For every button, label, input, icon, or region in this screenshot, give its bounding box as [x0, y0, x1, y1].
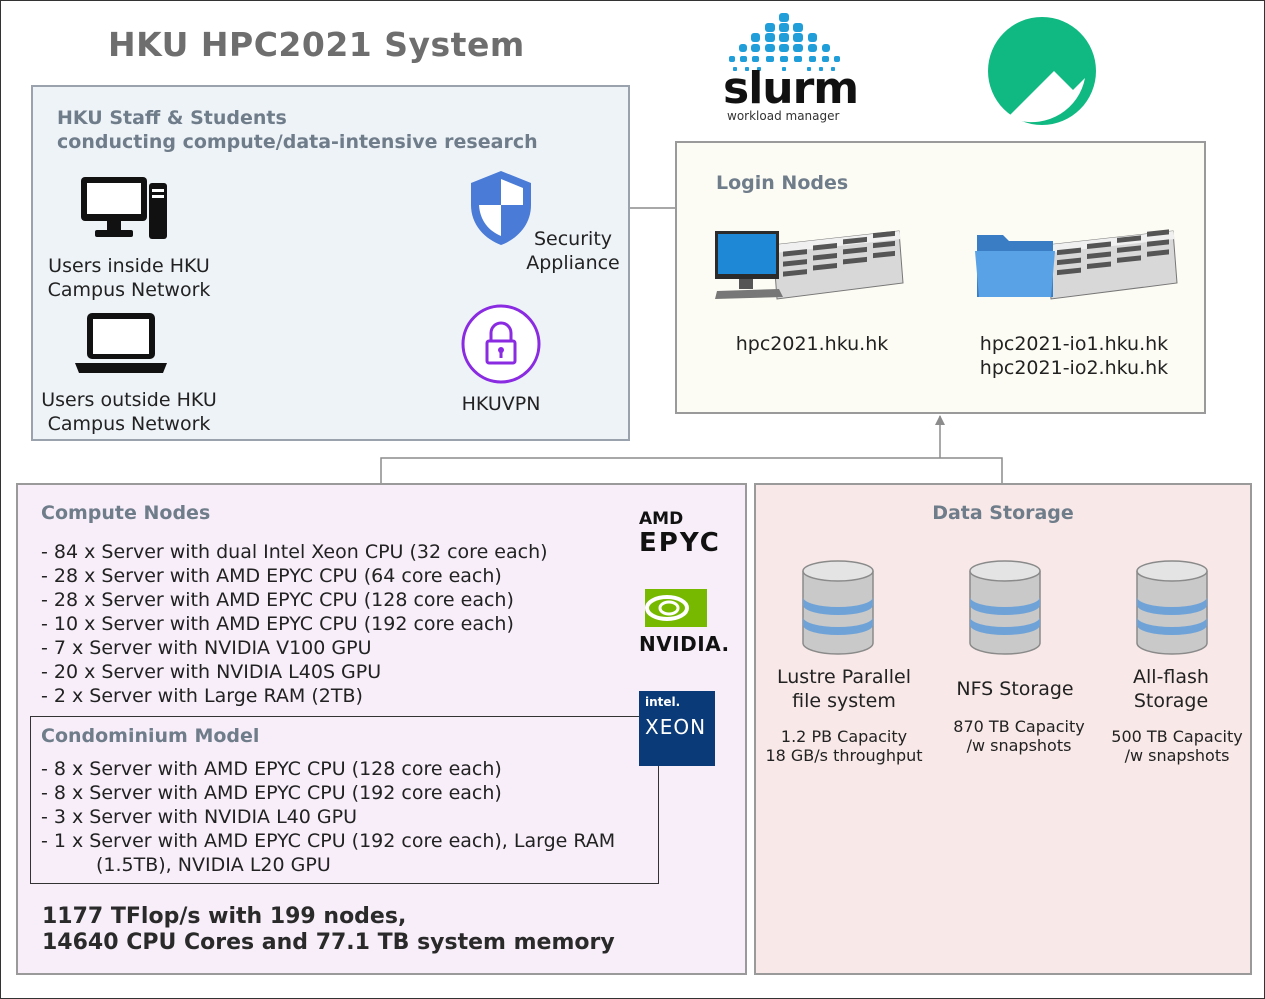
security-label-line2: Appliance: [526, 252, 620, 274]
nvidia-wordmark: NVIDIA.: [639, 632, 730, 656]
security-label-line1: Security: [533, 228, 613, 250]
storage-heading: Data Storage: [932, 502, 1074, 524]
intel-wordmark: intel.: [645, 695, 681, 709]
users-inside-label: Users inside HKU Campus Network: [29, 254, 229, 302]
users-heading: HKU Staff & Students conducting compute/…: [57, 106, 538, 154]
condo-item-continuation: (1.5TB), NVIDIA L20 GPU: [96, 854, 331, 876]
compute-item: - 28 x Server with AMD EPYC CPU (64 core…: [41, 565, 502, 587]
database-icon: [969, 560, 1041, 655]
epyc-wordmark: EPYC: [639, 528, 721, 558]
flash-label-line2: Storage: [1133, 690, 1209, 712]
users-outside-line1: Users outside HKU: [41, 389, 217, 411]
condo-item: - 3 x Server with NVIDIA L40 GPU: [41, 806, 357, 828]
compute-heading: Compute Nodes: [41, 502, 211, 524]
users-heading-line2: conducting compute/data-intensive resear…: [57, 131, 538, 153]
nfs-capacity: 870 TB Capacity /w snapshots: [935, 717, 1103, 755]
compute-item: - 10 x Server with AMD EPYC CPU (192 cor…: [41, 613, 514, 635]
login-heading: Login Nodes: [716, 172, 849, 194]
page-title: HKU HPC2021 System: [108, 25, 525, 64]
lustre-capacity-line1: 1.2 PB Capacity: [780, 727, 908, 746]
condo-list: - 8 x Server with AMD EPYC CPU (128 core…: [41, 757, 615, 877]
nvidia-eye-icon: [645, 589, 707, 627]
slurm-logo: slurm workload manager: [721, 11, 859, 126]
nvidia-logo: NVIDIA.: [639, 587, 731, 655]
monitor-server-icon: [715, 230, 904, 300]
slurm-tagline: workload manager: [727, 109, 840, 123]
compute-summary: 1177 TFlop/s with 199 nodes, 14640 CPU C…: [42, 904, 615, 956]
compute-item: - 2 x Server with Large RAM (2TB): [41, 685, 363, 707]
flash-capacity-line2: /w snapshots: [1124, 746, 1230, 765]
login-host-2-line2: hpc2021-io2.hku.hk: [979, 357, 1169, 379]
database-icon: [802, 560, 874, 655]
amd-epyc-logo: AMD EPYC: [639, 509, 729, 557]
lustre-capacity: 1.2 PB Capacity 18 GB/s throughput: [758, 727, 930, 765]
compute-nodes-panel: [16, 483, 747, 975]
compute-item: - 84 x Server with dual Intel Xeon CPU (…: [41, 541, 548, 563]
compute-item: - 20 x Server with NVIDIA L40S GPU: [41, 661, 382, 683]
desktop-computer-icon: [81, 177, 167, 239]
edge-backend-to-login: [380, 457, 1003, 483]
lustre-label: Lustre Parallel file system: [758, 665, 930, 713]
compute-item: - 7 x Server with NVIDIA V100 GPU: [41, 637, 372, 659]
laptop-icon: [75, 313, 167, 373]
condo-item: - 8 x Server with AMD EPYC CPU (128 core…: [41, 758, 502, 780]
compute-list: - 84 x Server with dual Intel Xeon CPU (…: [41, 540, 548, 708]
users-panel: [31, 85, 630, 441]
database-icon: [1136, 560, 1208, 655]
xeon-wordmark: XEON: [645, 715, 707, 739]
users-heading-line1: HKU Staff & Students: [57, 107, 287, 129]
users-inside-line2: Campus Network: [47, 279, 211, 301]
lustre-label-line2: file system: [792, 690, 896, 712]
compute-summary-line2: 14640 CPU Cores and 77.1 TB system memor…: [42, 930, 615, 955]
login-host-1: hpc2021.hku.hk: [735, 333, 889, 355]
nfs-label: NFS Storage: [956, 678, 1074, 700]
flash-capacity: 500 TB Capacity /w snapshots: [1103, 727, 1251, 765]
slurm-dots-icon: [729, 13, 840, 71]
condominium-box: [30, 716, 659, 884]
lustre-capacity-line2: 18 GB/s throughput: [765, 746, 923, 765]
nfs-capacity-line2: /w snapshots: [966, 736, 1072, 755]
nfs-capacity-line1: 870 TB Capacity: [953, 717, 1085, 736]
login-host-2-line1: hpc2021-io1.hku.hk: [979, 333, 1169, 355]
users-inside-line1: Users inside HKU: [48, 255, 210, 277]
users-outside-line2: Campus Network: [47, 413, 211, 435]
flash-label-line1: All-flash: [1133, 666, 1209, 688]
users-outside-label: Users outside HKU Campus Network: [19, 388, 239, 436]
intel-xeon-logo: intel. XEON: [639, 691, 715, 766]
security-appliance-label: Security Appliance: [513, 227, 633, 275]
vpn-label: HKUVPN: [461, 393, 541, 415]
flash-capacity-line1: 500 TB Capacity: [1111, 727, 1243, 746]
condo-item: - 8 x Server with AMD EPYC CPU (192 core…: [41, 782, 502, 804]
lustre-label-line1: Lustre Parallel: [777, 666, 911, 688]
condo-heading: Condominium Model: [41, 725, 260, 747]
flash-label: All-flash Storage: [1101, 665, 1241, 713]
compute-summary-line1: 1177 TFlop/s with 199 nodes,: [42, 904, 407, 929]
condo-item: - 1 x Server with AMD EPYC CPU (192 core…: [41, 830, 616, 852]
vpn-lock-icon: [461, 304, 541, 384]
rocky-linux-logo-icon: [988, 17, 1096, 125]
amd-wordmark: AMD: [639, 509, 684, 529]
login-host-2: hpc2021-io1.hku.hk hpc2021-io2.hku.hk: [963, 332, 1185, 380]
security-shield-icon: [471, 171, 531, 245]
slurm-wordmark: slurm: [723, 63, 859, 114]
folder-server-icon: [975, 229, 1178, 300]
compute-item: - 28 x Server with AMD EPYC CPU (128 cor…: [41, 589, 514, 611]
